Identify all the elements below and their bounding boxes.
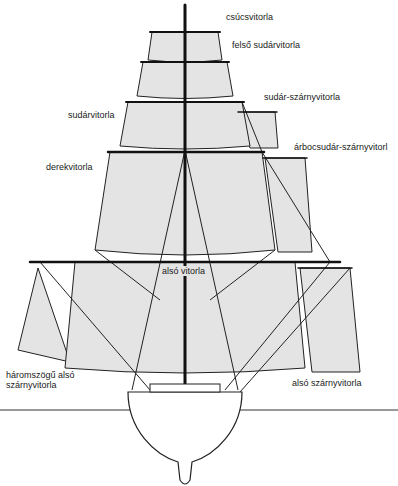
sail-label: sudárvitorla bbox=[68, 110, 115, 120]
sail-label: derekvitorla bbox=[46, 162, 93, 172]
brace bbox=[240, 268, 350, 392]
brace bbox=[242, 102, 262, 152]
lower-studding-sail bbox=[300, 268, 360, 372]
yard bbox=[263, 157, 307, 159]
sail-label: alsó szárnyvitorla bbox=[292, 378, 362, 388]
brace bbox=[95, 250, 160, 300]
brace bbox=[262, 152, 330, 262]
sail-label: csúcsvitorla bbox=[226, 12, 273, 22]
sail-label: felső sudárvitorla bbox=[232, 40, 300, 50]
brace bbox=[210, 250, 275, 300]
yard bbox=[298, 267, 352, 269]
deck-house bbox=[150, 384, 220, 392]
hull bbox=[128, 392, 242, 484]
brace bbox=[225, 262, 330, 390]
sail-label: alsó vitorla bbox=[160, 266, 207, 276]
mast bbox=[184, 5, 187, 392]
triangular-studding-sail bbox=[18, 268, 70, 362]
yard bbox=[238, 111, 277, 113]
sail-label: sudár-szárnyvitorla bbox=[264, 92, 340, 102]
sail-label: árbocsudár-szárnyvitorl bbox=[294, 142, 388, 152]
sail-label: háromszögű alsó szárnyvitorla bbox=[6, 370, 90, 390]
